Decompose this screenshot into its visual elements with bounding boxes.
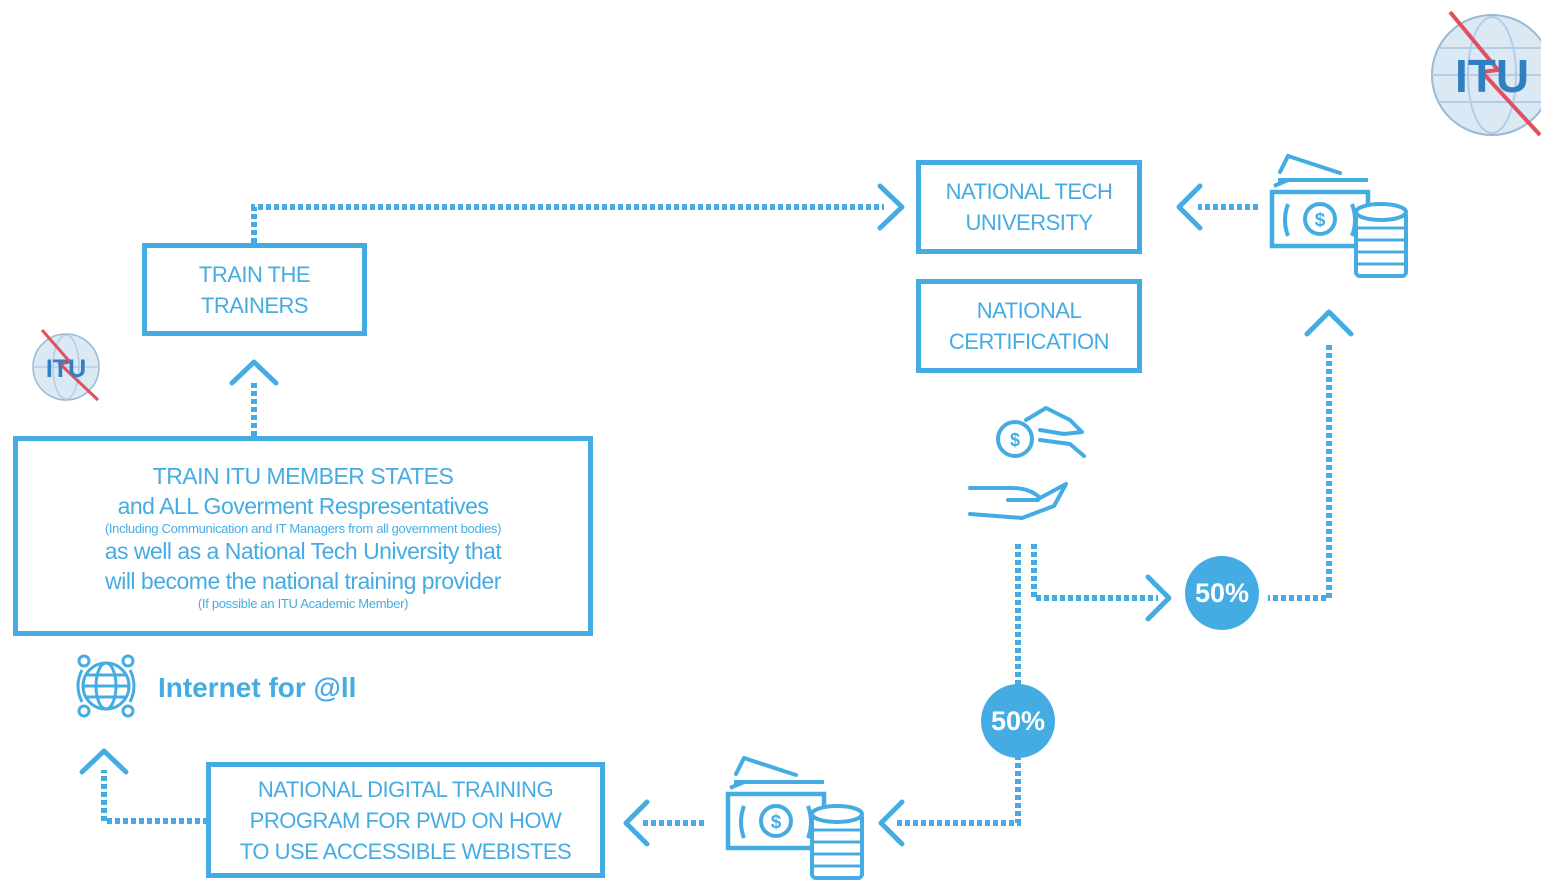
digital-training-program-box: NATIONAL DIGITAL TRAINING PROGRAM FOR PW… [206, 762, 605, 878]
money-stack-icon [1272, 156, 1406, 276]
internet-for-all-label: Internet for @ll [158, 672, 357, 703]
member-states-note-1: (Including Communication and IT Managers… [104, 521, 502, 536]
train-trainers-line-1: TRAIN THE [198, 261, 311, 287]
program-line-3: TO USE ACCESSIBLE WEBISTES [239, 838, 572, 864]
globe-network-icon [76, 654, 136, 718]
member-states-line-4: will become the national training provid… [105, 568, 501, 594]
money-stack-bottom-icon [728, 758, 862, 878]
program-line-2: PROGRAM FOR PWD ON HOW [249, 807, 562, 833]
hand-coin-icon: $ [968, 406, 1086, 520]
member-states-line-1: TRAIN ITU MEMBER STATES [152, 463, 454, 489]
train-the-trainers-box: TRAIN THE TRAINERS [142, 243, 367, 336]
ntu-line-2: UNIVERSITY [965, 210, 1093, 235]
program-line-1: NATIONAL DIGITAL TRAINING [257, 776, 554, 802]
member-states-line-2: and ALL Goverment Respresentatives [117, 493, 489, 519]
member-states-line-3: as well as a National Tech University th… [104, 538, 502, 564]
certification-line-2: CERTIFICATION [948, 329, 1110, 354]
svg-text:ITU: ITU [46, 355, 86, 383]
train-trainers-line-2: TRAINERS [200, 292, 309, 318]
national-tech-university-box: NATIONAL TECH UNIVERSITY [916, 160, 1142, 254]
train-member-states-box: TRAIN ITU MEMBER STATES and ALL Govermen… [13, 436, 593, 636]
ntu-line-1: NATIONAL TECH [945, 179, 1113, 204]
connectors [101, 204, 1332, 826]
certification-line-1: NATIONAL [976, 298, 1082, 323]
national-certification-box: NATIONAL CERTIFICATION [916, 279, 1142, 373]
member-states-note-2: (If possible an ITU Academic Member) [197, 596, 409, 611]
arrowheads [79, 183, 1354, 847]
itu-logo-icon: ITU [1431, 10, 1541, 137]
itu-logo-small-icon: ITU [32, 329, 100, 402]
percent-badge-bottom: 50% [981, 684, 1055, 758]
svg-text:ITU: ITU [1455, 50, 1529, 102]
svg-text:$: $ [1010, 430, 1020, 450]
percent-badge-right: 50% [1185, 556, 1259, 630]
